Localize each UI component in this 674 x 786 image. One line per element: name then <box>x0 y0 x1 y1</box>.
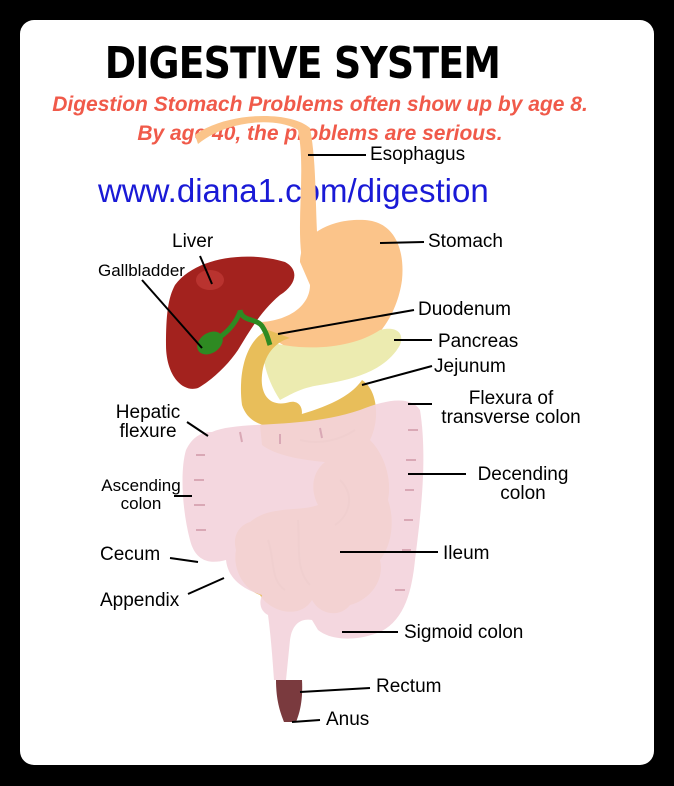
label-flexura-line2: transverse colon <box>441 407 581 428</box>
leader-lines <box>141 154 466 723</box>
label-hepatic-line2: flexure <box>119 421 177 442</box>
label-ascending-line2: colon <box>120 494 162 513</box>
label-gallbladder: Gallbladder <box>98 261 185 280</box>
diagram-card <box>20 20 654 765</box>
gallbladder-shape <box>197 331 223 355</box>
label-liver: Liver <box>172 231 214 252</box>
label-esophagus: Esophagus <box>370 144 466 165</box>
label-ascending-colon: Ascending colon <box>98 477 184 513</box>
label-pancreas: Pancreas <box>438 331 519 352</box>
label-ileum: Ileum <box>443 543 490 564</box>
stomach-shape <box>262 219 403 358</box>
label-flexura-line1: Flexura of <box>468 388 554 409</box>
label-hepatic-line1: Hepatic <box>115 402 181 423</box>
colon-shape <box>182 400 424 680</box>
esophagus-shape <box>195 115 320 268</box>
label-appendix: Appendix <box>100 590 180 611</box>
label-stomach: Stomach <box>428 231 503 252</box>
label-anus: Anus <box>326 709 370 730</box>
website-link[interactable]: www.diana1.com/digestion <box>98 172 489 209</box>
page-title: DIGESTIVE SYSTEM <box>104 38 501 89</box>
label-cecum: Cecum <box>100 544 161 565</box>
pancreas-shape <box>262 328 402 400</box>
label-ascending-line1: Ascending <box>101 476 181 495</box>
subtitle: Digestion Stomach Problems often show up… <box>52 93 588 145</box>
rectum-shape <box>276 680 303 722</box>
label-duodenum: Duodenum <box>418 299 511 320</box>
label-decending-colon: Decending colon <box>470 465 576 503</box>
label-hepatic-flexure: Hepatic flexure <box>110 403 186 441</box>
label-sigmoid-colon: Sigmoid colon <box>404 622 524 643</box>
duodenum-shape <box>240 330 302 427</box>
label-jejunum: Jejunum <box>434 356 506 377</box>
label-flexura: Flexura of transverse colon <box>433 389 589 427</box>
label-decending-line2: colon <box>500 483 546 504</box>
label-rectum: Rectum <box>376 676 442 697</box>
liver-shape <box>166 256 295 389</box>
bile-duct-shape <box>237 309 273 346</box>
label-decending-line1: Decending <box>477 464 569 485</box>
